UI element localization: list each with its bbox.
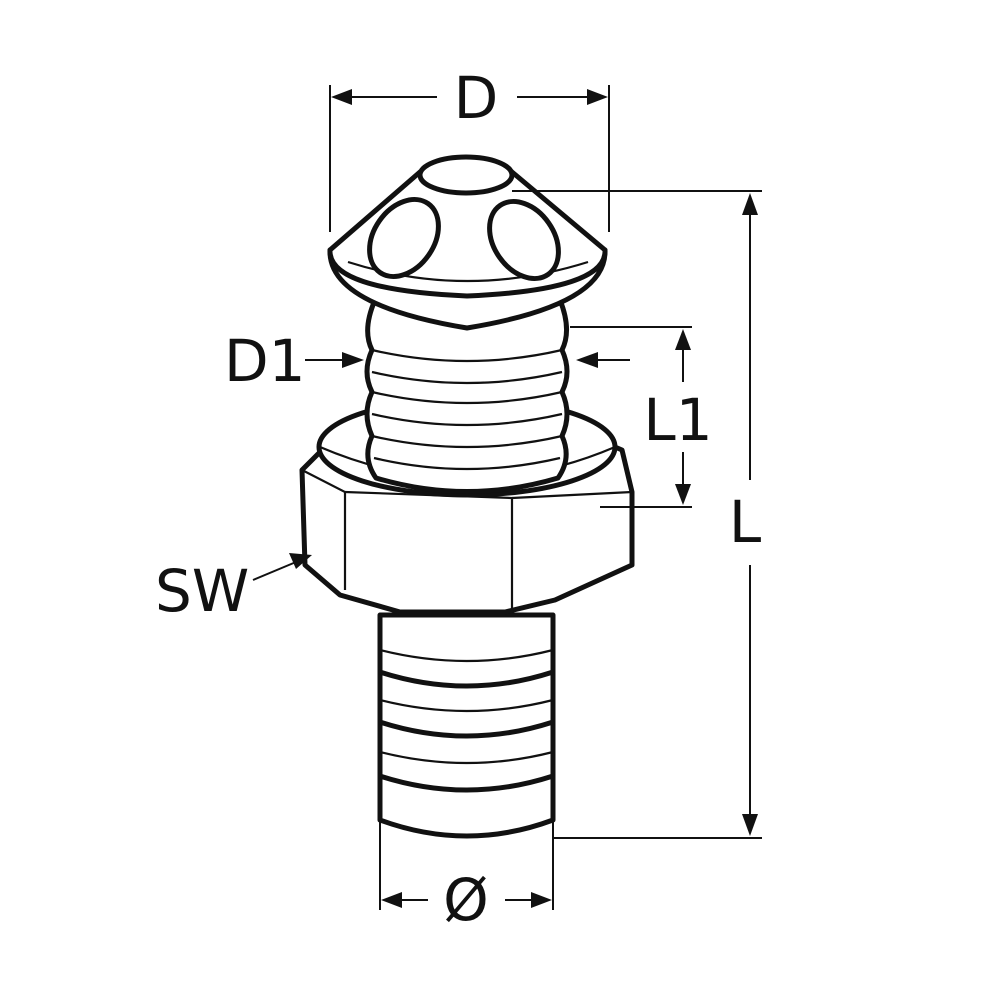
dimension-label-L: L bbox=[729, 488, 761, 556]
wrench-size-callout: SW bbox=[155, 553, 312, 625]
dimension-L1: L1 bbox=[570, 326, 713, 508]
top-opening bbox=[417, 154, 515, 196]
dimension-label-D1: D1 bbox=[224, 327, 306, 395]
dimension-label-SW: SW bbox=[155, 557, 249, 625]
dimension-L: L bbox=[512, 190, 762, 839]
side-hole-right bbox=[487, 199, 561, 281]
threaded-shank bbox=[364, 297, 570, 494]
dimension-D1: D1 bbox=[224, 327, 630, 395]
dimension-label-diameter: Ø bbox=[443, 866, 489, 934]
dimension-hose-diameter: Ø bbox=[379, 818, 554, 934]
domed-head bbox=[327, 154, 608, 331]
dimension-label-L1: L1 bbox=[643, 386, 712, 454]
dimension-D: D bbox=[329, 64, 610, 232]
side-hole-left bbox=[367, 197, 441, 279]
dimension-label-D: D bbox=[454, 64, 499, 132]
hose-tail bbox=[377, 612, 556, 839]
